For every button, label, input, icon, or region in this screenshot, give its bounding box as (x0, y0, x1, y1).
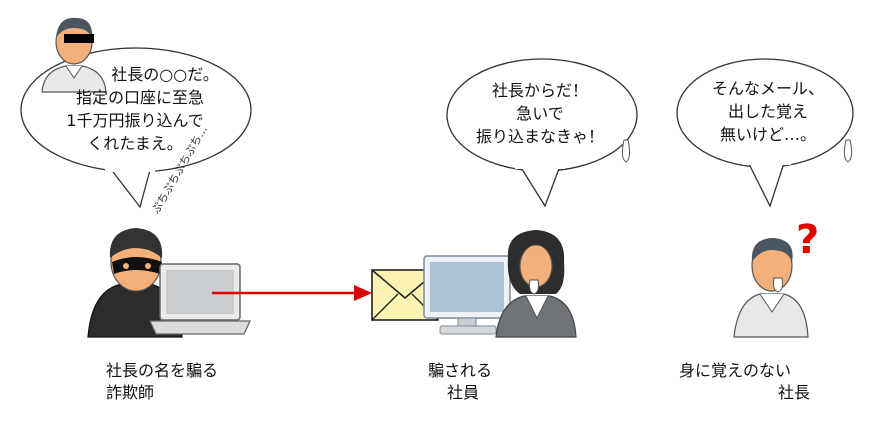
president-bubble-line-1: そんなメール、 (711, 79, 824, 98)
president-bubble-line-2: 出した覚え (727, 102, 808, 121)
sweat-drop-icon (529, 279, 539, 295)
employee-caption-line-1: 騙される (428, 361, 493, 380)
sweat-drop-icon (773, 277, 783, 293)
president-avatar-small (41, 17, 107, 93)
question-mark: ? (796, 217, 820, 263)
employee-speech-bubble (446, 58, 638, 208)
scammer-caption-line-1: 社長の名を騙る (106, 361, 219, 380)
monitor-icon (423, 255, 511, 335)
scammer-bubble-line-2: 指定の口座に至急 (75, 88, 204, 107)
send-arrow (212, 285, 372, 301)
president-bubble-line-3: 無いけど…。 (719, 125, 816, 144)
scammer-caption-line-2: 詐欺師 (106, 383, 155, 402)
censor-bar (64, 34, 94, 43)
sweat-drop-icon (621, 139, 631, 163)
employee-caption-line-2: 社員 (447, 383, 480, 402)
employee-bubble-line-3: 振り込まなきゃ！ (475, 127, 604, 146)
employee-bubble-line-1: 社長からだ！ (491, 81, 588, 100)
eye-mask (112, 257, 162, 274)
president-figure (733, 238, 809, 338)
scammer-bubble-line-4: くれたまえ。 (87, 134, 183, 153)
president-speech-bubble (676, 58, 854, 208)
laptop-icon (148, 263, 252, 335)
scammer-bubble-line-3: 1千万円振り込んで (66, 111, 204, 130)
sweat-drop-icon (843, 139, 853, 163)
president-caption-line-2: 社長 (778, 383, 811, 402)
scammer-bubble-line-1: 社長の○○だ。 (111, 65, 219, 84)
employee-bubble-line-2: 急いで (516, 104, 564, 123)
president-caption-line-1: 身に覚えのない (679, 361, 792, 380)
employee-figure (495, 230, 577, 338)
